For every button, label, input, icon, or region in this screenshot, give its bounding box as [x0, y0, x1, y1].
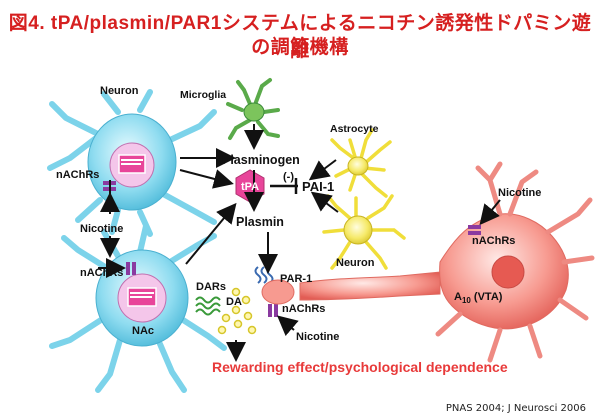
- reference-citation: PNAS 2004; J Neurosci 2006: [445, 403, 586, 414]
- label-nachrs-left2: nAChRs: [80, 267, 123, 279]
- label-par1: PAR-1: [280, 273, 312, 285]
- neuron-top-cell: [47, 89, 217, 237]
- title-line-2: の調節機構: [251, 37, 349, 58]
- label-da: DA: [226, 296, 242, 308]
- label-astrocyte: Astrocyte: [330, 123, 379, 135]
- label-nachrs-left1: nAChRs: [56, 169, 99, 181]
- label-tpa: tPA: [241, 181, 259, 193]
- label-plasminogen: Plasminogen: [222, 153, 300, 167]
- dars-receptor: [195, 296, 221, 316]
- microglia-cell: [226, 78, 280, 140]
- label-nachrs-right: nAChRs: [472, 235, 515, 247]
- label-dars: DARs: [196, 281, 226, 293]
- label-nicotine-bottom: Nicotine: [296, 331, 339, 343]
- label-neuron-top: Neuron: [100, 85, 139, 97]
- label-microglia: Microglia: [180, 89, 226, 101]
- label-pai1: PAI-1: [302, 179, 334, 194]
- neuron-mid-cell: [322, 194, 406, 270]
- label-nicotine-right: Nicotine: [498, 187, 541, 199]
- da-vesicles: [217, 287, 257, 335]
- label-nicotine-left: Nicotine: [80, 223, 123, 235]
- label-rewarding-effect: Rewarding effect/psychological dependenc…: [212, 359, 508, 375]
- title-line-1: 図4. tPA/plasmin/PAR1システムによるニコチン誘発性ドパミン遊離: [8, 13, 592, 61]
- label-nachrs-bottom: nAChRs: [282, 303, 325, 315]
- label-inhibition: (-): [283, 171, 294, 183]
- vta-neuron: [299, 161, 595, 363]
- par1-receptor: [254, 266, 274, 284]
- vta-terminal: [261, 279, 295, 305]
- pathway-arrows: [98, 124, 501, 362]
- label-a10-vta: A10 (VTA): [454, 291, 503, 305]
- nachr-receptor-right: [468, 225, 481, 235]
- label-nac: NAc: [132, 325, 154, 337]
- nachr-receptor-left2: [126, 262, 136, 275]
- astrocyte-cell: [330, 128, 392, 198]
- label-plasmin: Plasmin: [236, 215, 284, 229]
- nachr-receptor-bottom: [268, 304, 278, 317]
- label-neuron-mid: Neuron: [336, 257, 375, 269]
